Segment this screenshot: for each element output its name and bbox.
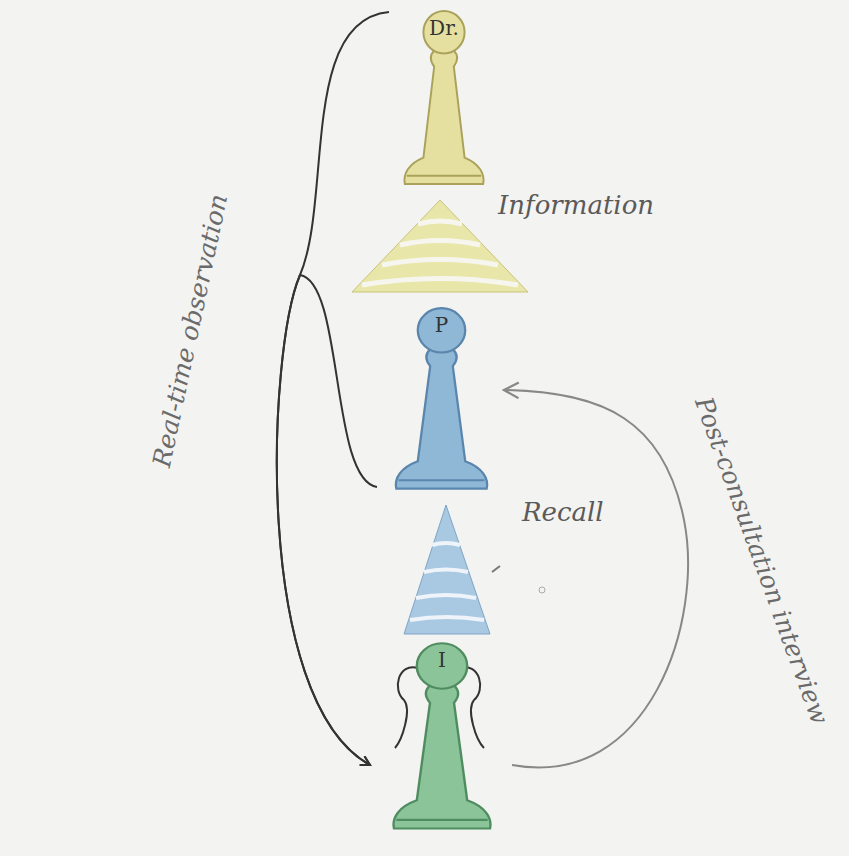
recall-cone xyxy=(404,505,490,634)
dot xyxy=(539,587,545,593)
connector-arrow xyxy=(277,12,389,765)
doctor-pawn: Dr. xyxy=(395,8,493,190)
leader-line xyxy=(492,566,500,572)
edge-label: Post-consultation interview xyxy=(689,393,834,728)
interviewer-pawn: I xyxy=(382,640,502,835)
information-label: Information xyxy=(498,190,654,220)
connector-arrow xyxy=(277,275,377,765)
connector-arrow xyxy=(504,390,688,767)
pawn-letter: I xyxy=(382,640,502,672)
patient-pawn: P xyxy=(385,305,498,495)
pawn-letter: Dr. xyxy=(395,8,493,40)
edge-label: Real-time observation xyxy=(147,191,233,469)
recall-label: Recall xyxy=(522,497,604,527)
pawn-letter: P xyxy=(385,305,498,337)
hook-line xyxy=(395,667,418,748)
